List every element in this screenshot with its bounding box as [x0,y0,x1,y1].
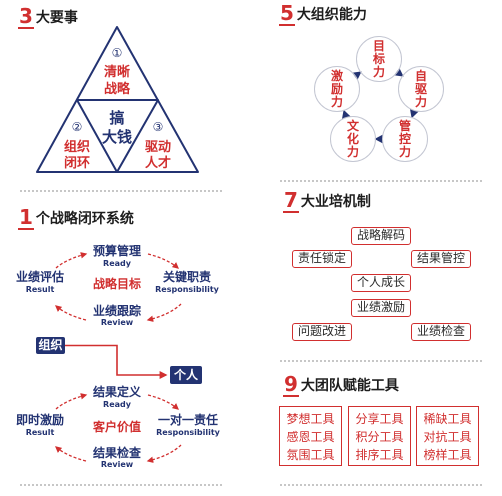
cycle-arrow [55,393,88,410]
section-heading-org-capabilities: 5 大组织能力 [279,3,367,26]
cycle-node-label: 结果定义 [92,385,142,399]
triangle-left-line2: 闭环 [63,156,91,171]
cycle-node-label: 结果检查 [92,446,142,460]
cycle-node-label: 一对一责任 [157,413,219,427]
tool-item: 积分工具 [355,430,404,444]
triangle-left-number: ② [71,120,83,134]
triangle-right-line2: 人才 [144,156,172,171]
heading-number: 5 [279,1,295,26]
mechanism-box: 责任锁定 [292,250,352,268]
tool-group-box: 梦想工具 感恩工具 氛围工具 [279,406,342,466]
tool-item: 梦想工具 [286,412,335,426]
tool-item: 排序工具 [355,448,404,462]
triangle-left-line1: 组织 [63,140,91,155]
heading-title: 大业培机制 [300,194,371,210]
capability-circle: 文化力 [330,116,376,162]
heading-number: 3 [18,4,34,29]
mechanism-box: 战略解码 [351,227,411,245]
tool-item: 感恩工具 [286,430,335,444]
cycle-arrow [147,394,179,410]
cycle-center-label: 战略目标 [92,277,142,291]
section-heading-mechanisms: 7 大业培机制 [283,190,371,213]
cycle-node-label: 业绩跟踪 [92,304,142,318]
section-heading-team-tools: 9 大团队赋能工具 [283,374,399,397]
org-to-person-connector [65,344,168,379]
cycle-arrow [55,446,87,462]
heading-number: 9 [283,372,299,397]
heading-number: 7 [283,188,299,213]
heading-title: 个战略闭环系统 [35,211,134,227]
triangle-top-line1: 清晰 [103,65,131,80]
cycle-center-label: 客户价值 [92,420,142,434]
tool-item: 榜样工具 [423,448,472,462]
cycle-node-en-label: Responsibility [155,285,219,294]
heading-title: 大要事 [35,10,78,26]
cycle-arrow [146,444,182,463]
capability-circle: 自驱力 [398,66,444,112]
cycle-node-en-label: Ready [103,259,131,268]
capability-label: 管控力 [398,118,411,159]
cycle-node-en-label: Ready [103,400,131,409]
triangle-top-number: ① [111,46,123,60]
tool-group-box: 分享工具 积分工具 排序工具 [348,406,411,466]
capability-circle: 目标力 [356,36,402,82]
capability-label: 目标力 [372,38,385,79]
tool-group-box: 稀缺工具 对抗工具 榜样工具 [416,406,479,466]
cycle-arrow [55,252,88,269]
triangle-right-line1: 驱动 [144,140,172,155]
cycle-node-en-label: Result [25,285,55,294]
mechanism-box: 结果管控 [411,250,471,268]
mechanism-box: 问题改进 [292,323,352,341]
cycle-arrow [146,303,182,322]
cycle-node-en-label: Responsibility [156,428,220,437]
cycle-node-en-label: Review [100,318,134,327]
capability-label: 自驱力 [414,68,427,109]
cycle-node-label: 业绩评估 [15,270,65,284]
tool-item: 稀缺工具 [423,412,472,426]
cycle-node-en-label: Review [100,460,134,469]
org-tag: 组织 [36,337,65,354]
section-heading-priorities: 3 大要事 [18,6,78,29]
cycle-arrow [55,305,87,321]
cycle-node-label: 预算管理 [92,244,142,258]
dotted-divider [20,484,222,486]
capability-label: 激励力 [330,68,343,109]
heading-title: 大团队赋能工具 [300,378,399,394]
heading-number: 1 [18,205,34,230]
capability-circle: 管控力 [382,116,428,162]
triangle-center-line2: 大钱 [101,128,133,146]
capability-circle: 激励力 [314,66,360,112]
cycle-node-label: 关键职责 [162,270,212,284]
tool-item: 氛围工具 [286,448,335,462]
dotted-divider [280,484,482,486]
mechanism-box: 业绩激励 [351,299,411,317]
dotted-divider [280,180,482,182]
mechanism-box: 业绩检查 [411,323,471,341]
dotted-divider [20,190,222,192]
section-heading-strategy-loop: 1 个战略闭环系统 [18,207,134,230]
triangle-right-number: ③ [152,120,164,134]
triangle-top-line2: 战略 [103,82,131,97]
cycle-node-en-label: Result [25,428,55,437]
capability-label: 文化力 [346,118,359,159]
person-tag: 个人 [170,366,202,384]
cycle-node-label: 即时激励 [15,413,65,427]
cycle-arrow [147,253,179,269]
tool-item: 分享工具 [355,412,404,426]
tool-item: 对抗工具 [423,430,472,444]
mechanism-box: 个人成长 [351,274,411,292]
triangle-center-line1: 搞 [109,109,125,127]
heading-title: 大组织能力 [296,7,367,23]
dotted-divider [280,360,482,362]
